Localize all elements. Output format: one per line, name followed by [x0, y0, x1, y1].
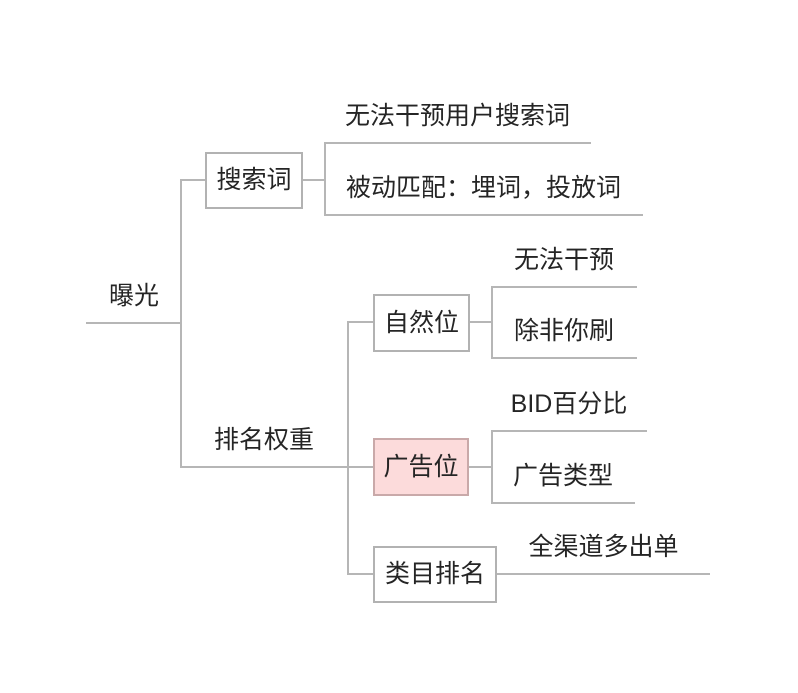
- connector-category-stub: [347, 573, 375, 575]
- node-organic-slot-label: 自然位: [383, 308, 459, 337]
- node-search-terms[interactable]: 搜索词: [205, 152, 303, 209]
- node-ad-type-label: 广告类型: [512, 462, 613, 490]
- node-ranking-weight-label: 排名权重: [213, 426, 314, 454]
- connector-search-stub: [180, 179, 207, 181]
- connector-organic-child-stub: [468, 321, 493, 323]
- node-category-ranking[interactable]: 类目排名: [373, 546, 497, 603]
- node-exposure[interactable]: 曝光: [86, 268, 182, 324]
- node-ad-type[interactable]: 广告类型: [491, 448, 635, 504]
- connector-organic-stub: [347, 321, 375, 323]
- node-ranking-weight[interactable]: 排名权重: [180, 412, 348, 468]
- node-unless-you-brush-label: 除非你刷: [513, 317, 614, 345]
- connector-search-child-stub: [301, 179, 326, 181]
- node-exposure-label: 曝光: [108, 282, 159, 310]
- node-omnichannel-orders-label: 全渠道多出单: [528, 533, 679, 561]
- node-search-terms-label: 搜索词: [216, 166, 292, 194]
- node-category-ranking-label: 类目排名: [384, 560, 485, 588]
- connector-ad-child-stub: [467, 466, 493, 468]
- node-unless-you-brush[interactable]: 除非你刷: [491, 303, 637, 359]
- node-cannot-interfere[interactable]: 无法干预: [491, 232, 637, 288]
- connector-ad-children-vertical: [491, 430, 493, 504]
- node-omnichannel-orders[interactable]: 全渠道多出单: [497, 519, 710, 575]
- node-cannot-interfere-label: 无法干预: [513, 246, 614, 274]
- node-bid-percentage-label: BID百分比: [510, 390, 628, 418]
- node-passive-match[interactable]: 被动匹配：埋词，投放词: [324, 160, 643, 216]
- node-uncontrollable-user-search[interactable]: 无法干预用户搜索词: [324, 88, 591, 144]
- node-passive-match-label: 被动匹配：埋词，投放词: [345, 174, 621, 202]
- connector-search-children-vertical: [324, 142, 326, 216]
- node-uncontrollable-user-search-label: 无法干预用户搜索词: [344, 102, 570, 130]
- node-bid-percentage[interactable]: BID百分比: [491, 376, 647, 432]
- node-ad-slot-label: 广告位: [383, 452, 459, 481]
- connector-ad-stub: [347, 466, 375, 468]
- node-organic-slot[interactable]: 自然位: [373, 294, 470, 352]
- connector-ranking-vertical: [347, 321, 349, 575]
- node-ad-slot[interactable]: 广告位: [373, 438, 469, 496]
- connector-organic-children-vertical: [491, 286, 493, 359]
